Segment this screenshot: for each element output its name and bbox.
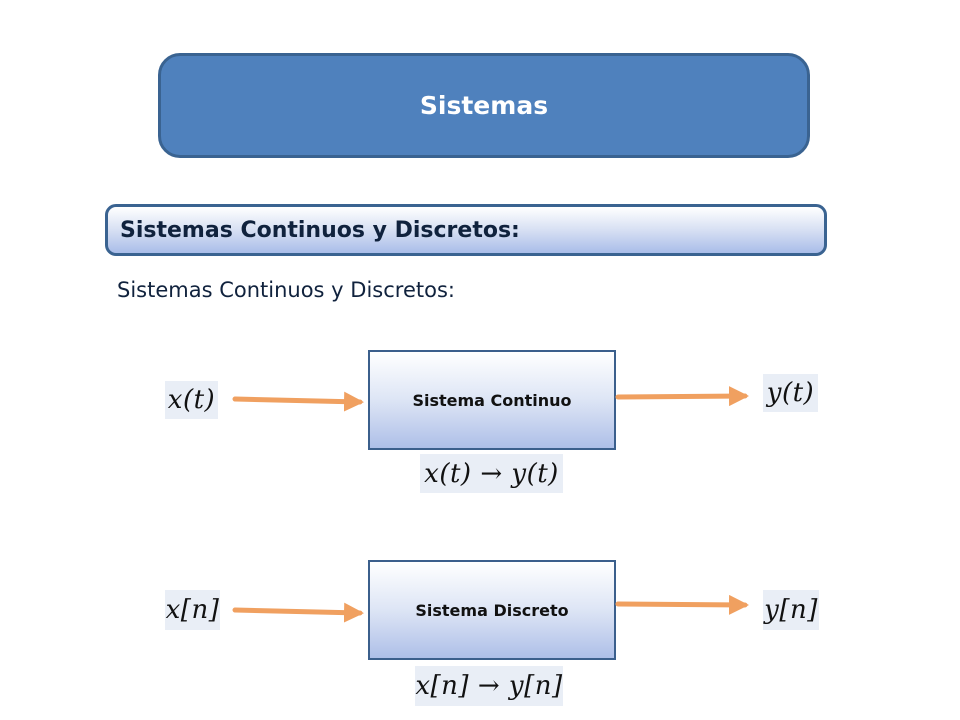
continuous-input-signal: x(t) xyxy=(165,381,218,419)
discrete-system-label: Sistema Discreto xyxy=(415,600,569,620)
continuous-mapping: x(t) → y(t) xyxy=(420,454,563,493)
continuous-input-arrow xyxy=(232,391,364,412)
discrete-output-signal: y[n] xyxy=(763,590,819,630)
discrete-input-signal: x[n] xyxy=(165,590,220,630)
continuous-output-arrow xyxy=(615,386,749,407)
discrete-output-arrow xyxy=(615,594,749,615)
discrete-system-block: Sistema Discreto xyxy=(368,560,616,660)
continuous-system-label: Sistema Continuo xyxy=(412,390,572,410)
section-header-label: Sistemas Continuos y Discretos: xyxy=(120,217,520,243)
title-banner: Sistemas xyxy=(158,53,810,158)
section-header: Sistemas Continuos y Discretos: xyxy=(105,204,827,256)
discrete-input-arrow xyxy=(232,602,364,623)
subtitle: Sistemas Continuos y Discretos: xyxy=(117,278,455,302)
page-title: Sistemas xyxy=(419,91,549,120)
continuous-output-signal: y(t) xyxy=(763,374,818,412)
continuous-system-block: Sistema Continuo xyxy=(368,350,616,450)
discrete-mapping: x[n] → y[n] xyxy=(415,666,563,706)
